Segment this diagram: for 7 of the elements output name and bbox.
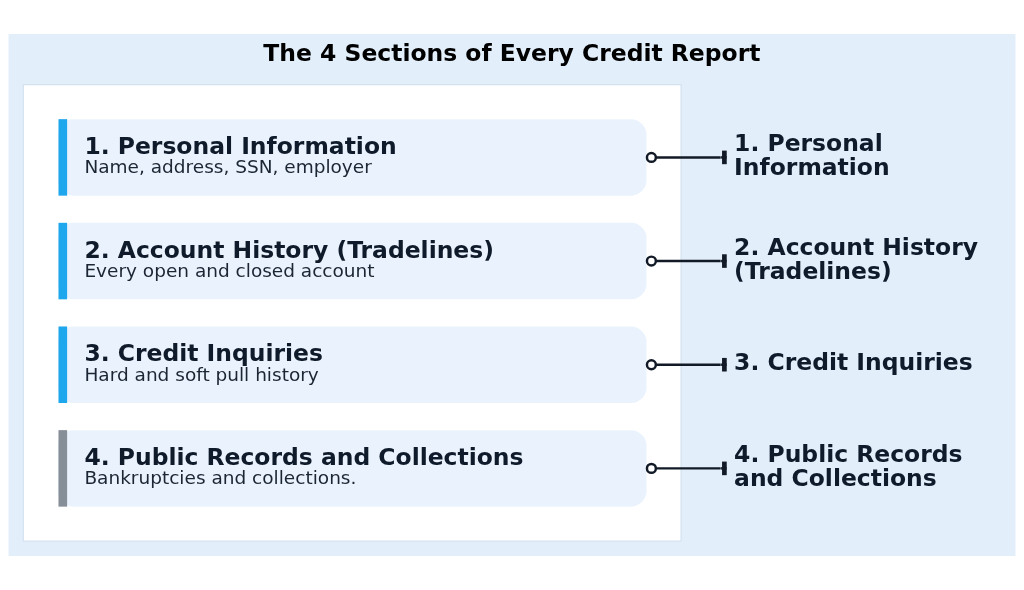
cluster — [22, 84, 682, 542]
diagram-title: The 4 Sections of Every Credit Report — [263, 39, 761, 68]
node-text: 3. Credit Inquiries — [734, 347, 973, 376]
connector — [645, 357, 727, 372]
node-text: 2. Account History (Tradelines) — [734, 233, 978, 285]
node-text: 4. Public Records and Collections — [734, 440, 963, 492]
node-text: 1. Personal Information — [734, 129, 890, 181]
